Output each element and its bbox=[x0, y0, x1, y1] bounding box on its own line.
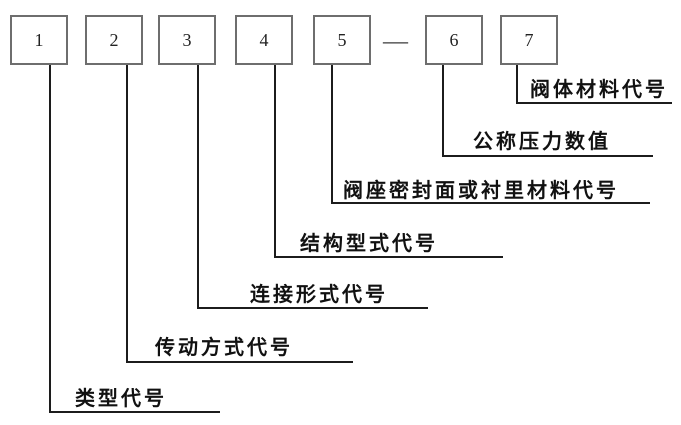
connector-5-vline bbox=[331, 65, 333, 204]
digit-box-2: 2 bbox=[85, 15, 143, 65]
digit-6: 6 bbox=[449, 29, 459, 50]
digit-7-label: 阀体材料代号 bbox=[530, 79, 668, 101]
digit-3: 3 bbox=[182, 29, 192, 50]
connector-6-vline bbox=[442, 65, 444, 157]
digit-box-7: 7 bbox=[500, 15, 558, 65]
connector-3-hline bbox=[197, 307, 428, 309]
connector-2-vline bbox=[126, 65, 128, 363]
digit-box-1: 1 bbox=[10, 15, 68, 65]
dash-separator: — bbox=[383, 28, 408, 55]
connector-7-vline bbox=[516, 65, 518, 104]
digit-1: 1 bbox=[34, 29, 44, 50]
digit-4-label: 结构型式代号 bbox=[300, 233, 438, 255]
digit-6-label: 公称压力数值 bbox=[473, 131, 611, 153]
digit-3-label: 连接形式代号 bbox=[250, 284, 388, 306]
connector-4-hline bbox=[274, 256, 503, 258]
digit-box-5: 5 bbox=[313, 15, 371, 65]
digit-box-6: 6 bbox=[425, 15, 483, 65]
digit-5-label: 阀座密封面或衬里材料代号 bbox=[343, 180, 619, 202]
digit-2-label: 传动方式代号 bbox=[155, 337, 293, 359]
digit-4: 4 bbox=[259, 29, 269, 50]
digit-7: 7 bbox=[524, 29, 534, 50]
digit-box-4: 4 bbox=[235, 15, 293, 65]
connector-2-hline bbox=[126, 361, 353, 363]
connector-4-vline bbox=[274, 65, 276, 258]
connector-7-hline bbox=[516, 102, 672, 104]
connector-1-hline bbox=[49, 411, 220, 413]
digit-2: 2 bbox=[109, 29, 119, 50]
digit-1-label: 类型代号 bbox=[75, 388, 167, 410]
connector-6-hline bbox=[442, 155, 653, 157]
digit-box-3: 3 bbox=[158, 15, 216, 65]
connector-1-vline bbox=[49, 65, 51, 413]
digit-5: 5 bbox=[337, 29, 347, 50]
connector-5-hline bbox=[331, 202, 650, 204]
connector-3-vline bbox=[197, 65, 199, 309]
